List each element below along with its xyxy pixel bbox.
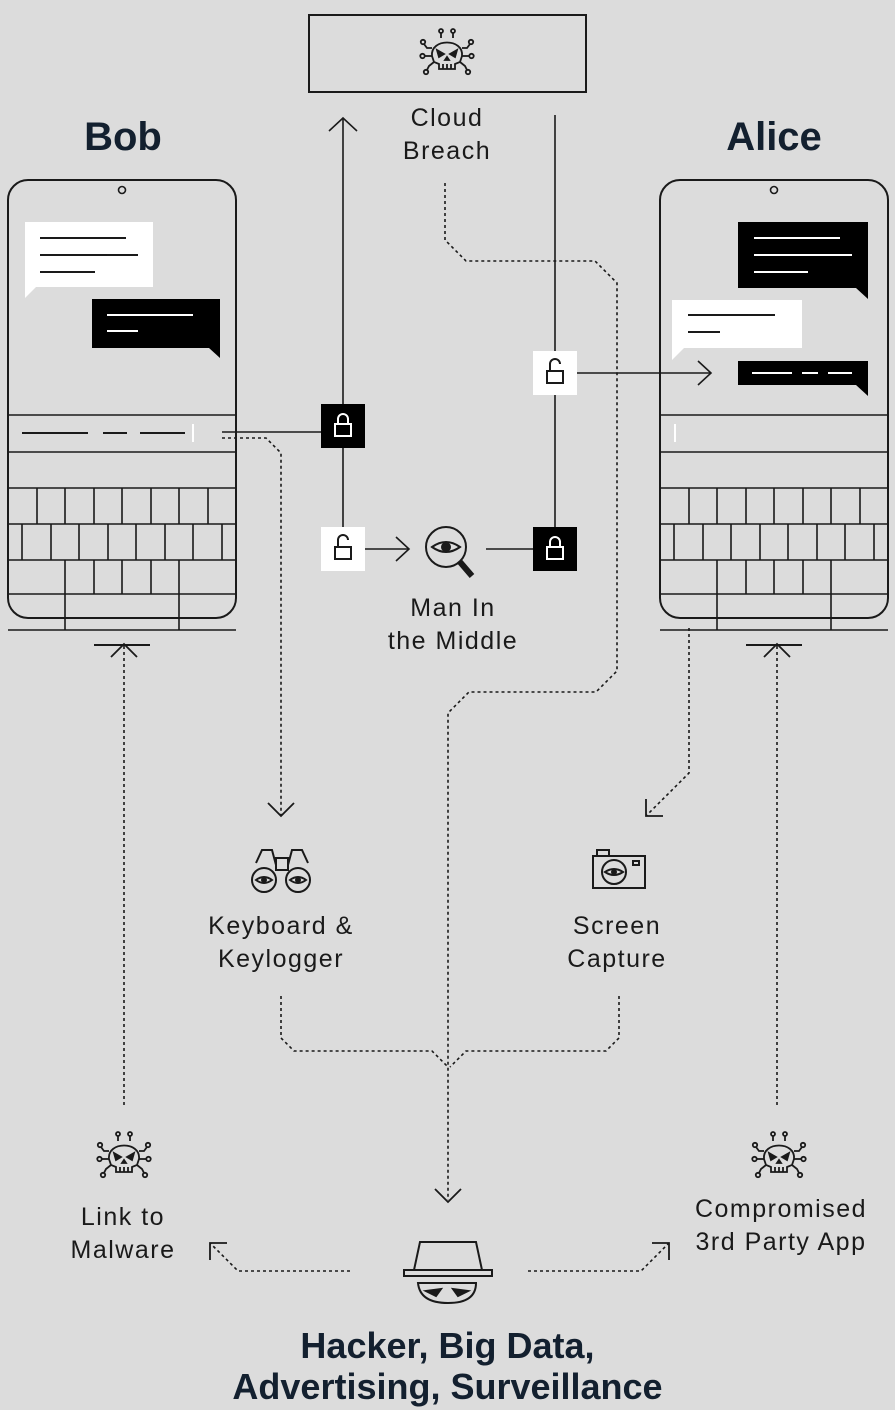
bob-name: Bob [84,115,162,159]
mitm-line-1: Man In [410,594,496,622]
skull-icon [96,1131,152,1179]
message-bubble-sent [672,300,802,360]
connection-lines [222,115,713,562]
hacker-icon [403,1241,493,1305]
skull-icon [751,1131,807,1179]
third-party-line-1: Compromised [694,1195,868,1223]
cloud-server-box [308,14,587,93]
screen-capture-line-2: Capture [567,945,667,973]
keylogger-line-2: Keylogger [217,945,345,973]
message-bubble-received [25,222,153,298]
arrowheads [110,642,791,1260]
cloud-breach-line-1: Cloud [410,104,484,132]
binoculars-icon [251,849,311,893]
keylogger-line-1: Keyboard & [208,912,354,940]
lock-closed-icon [532,526,578,572]
message-bubble-sent [92,299,220,358]
cloud-breach-label: Cloud Breach [357,102,537,168]
alice-name: Alice [726,115,822,159]
lock-open-icon [320,526,366,572]
message-bubble-incoming [738,361,868,396]
third-party-line-2: 3rd Party App [695,1228,867,1256]
bob-phone [7,179,237,646]
mitm-label: Man In the Middle [353,592,553,658]
message-bubble-received [738,222,868,299]
malware-line-2: Malware [70,1236,176,1264]
screen-capture-label: Screen Capture [527,910,707,976]
lock-closed-icon [320,403,366,449]
mitm-line-2: the Middle [387,627,519,655]
threat-actors-title: Hacker, Big Data, Advertising, Surveilla… [0,1325,895,1407]
screen-capture-line-1: Screen [572,912,662,940]
alice-phone [659,179,889,646]
data-leak-paths [123,183,778,1272]
malware-line-1: Link to [80,1203,166,1231]
keylogger-label: Keyboard & Keylogger [181,910,381,976]
skull-icon [419,28,475,76]
magnifier-eye-icon [425,526,475,578]
malware-label: Link to Malware [33,1201,213,1267]
lock-open-icon [532,350,578,396]
title-line-1: Hacker, Big Data, [300,1325,595,1366]
cloud-breach-line-2: Breach [402,137,492,165]
title-line-2: Advertising, Surveillance [232,1366,663,1407]
camera-icon [592,849,646,889]
third-party-label: Compromised 3rd Party App [671,1193,891,1259]
